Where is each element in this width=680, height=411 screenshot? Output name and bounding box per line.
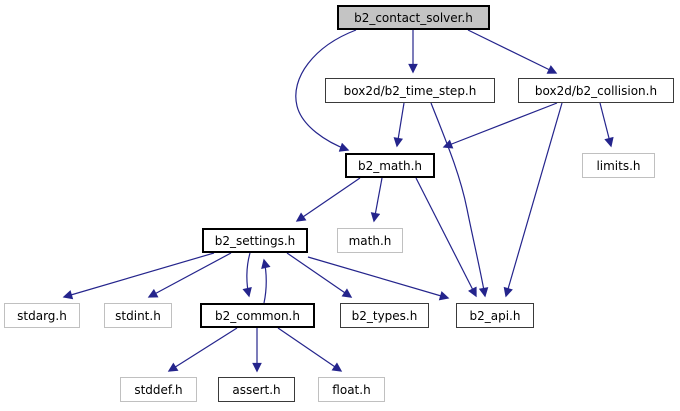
node-b2-common-h[interactable]: b2_common.h bbox=[200, 303, 315, 328]
node-limits-h: limits.h bbox=[582, 153, 655, 178]
edge-contact-solver-to-collision bbox=[467, 29, 558, 74]
node-math-h: math.h bbox=[337, 228, 403, 253]
edge-contact-solver-to-math bbox=[295, 29, 357, 152]
node-assert-h[interactable]: assert.h bbox=[218, 377, 295, 402]
node-stdarg-h: stdarg.h bbox=[4, 303, 80, 328]
edge-time-step-to-math bbox=[393, 102, 405, 148]
edge-common-to-settings bbox=[261, 258, 271, 304]
edge-collision-to-api bbox=[503, 102, 563, 298]
edge-settings-to-common bbox=[242, 252, 252, 298]
node-b2-api-h[interactable]: b2_api.h bbox=[456, 303, 534, 328]
edge-collision-to-limits bbox=[599, 102, 614, 148]
edge-settings-to-stdarg bbox=[62, 252, 215, 300]
node-b2-math-h[interactable]: b2_math.h bbox=[345, 153, 435, 178]
node-box2d-b2-collision-h[interactable]: box2d/b2_collision.h bbox=[518, 78, 674, 103]
edge-common-to-float bbox=[277, 327, 343, 372]
edge-settings-to-stdint bbox=[147, 252, 232, 298]
node-b2-settings-h[interactable]: b2_settings.h bbox=[202, 228, 308, 253]
node-b2-contact-solver-h: b2_contact_solver.h bbox=[337, 5, 490, 30]
edge-settings-to-types bbox=[286, 252, 353, 298]
edge-math-to-settings bbox=[295, 177, 361, 222]
node-stddef-h: stddef.h bbox=[120, 377, 197, 402]
edge-common-to-stddef bbox=[167, 327, 238, 372]
node-box2d-b2-time-step-h[interactable]: box2d/b2_time_step.h bbox=[325, 78, 495, 103]
edge-settings-to-api bbox=[307, 256, 450, 301]
edge-math-to-math-h bbox=[370, 177, 383, 223]
edge-collision-to-math bbox=[442, 102, 558, 149]
node-stdint-h: stdint.h bbox=[104, 303, 172, 328]
node-float-h: float.h bbox=[318, 377, 385, 402]
edge-math-to-api bbox=[415, 177, 477, 298]
edge-time-step-to-api bbox=[430, 102, 489, 298]
node-b2-types-h[interactable]: b2_types.h bbox=[340, 303, 429, 328]
